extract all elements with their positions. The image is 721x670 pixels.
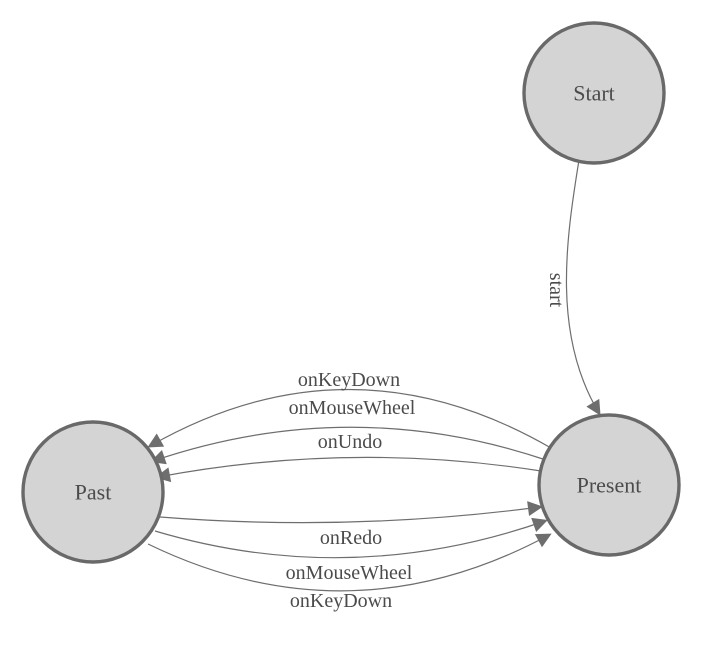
- edge-label-onmousewheel-top: onMouseWheel: [289, 397, 416, 419]
- edge-past-to-present-onkeydown: [147, 533, 552, 592]
- edge-past-to-present-onmousewheel: [154, 517, 548, 559]
- edge-label-onundo: onUndo: [318, 431, 382, 453]
- edge-label-onkeydown-top: onKeyDown: [298, 369, 400, 391]
- nodes-group: Start Present Past: [21, 21, 681, 564]
- edge-present-to-past-onundo: [155, 456, 542, 483]
- edge-label-onredo: onRedo: [320, 527, 382, 549]
- state-node-start-circle: [522, 21, 666, 165]
- state-node-start: Start: [522, 21, 666, 165]
- edge-label-onmousewheel-bottom: onMouseWheel: [286, 562, 413, 584]
- state-node-present: Present: [537, 413, 681, 557]
- edge-start-to-present: [565, 159, 601, 416]
- edges-group: [147, 159, 601, 592]
- state-node-past-label: Past: [75, 480, 112, 505]
- state-node-present-circle: [537, 413, 681, 557]
- edge-present-to-past-onkeydown: [147, 388, 552, 449]
- state-node-past: Past: [21, 420, 165, 564]
- edge-label-onkeydown-bottom: onKeyDown: [290, 590, 392, 612]
- state-node-present-label: Present: [577, 473, 642, 498]
- state-node-past-circle: [21, 420, 165, 564]
- edge-present-to-past-onmousewheel: [150, 426, 547, 465]
- edge-labels-group: start onKeyDown onMouseWheel onUndo onRe…: [286, 273, 567, 612]
- edge-label-start: start: [545, 273, 567, 308]
- state-node-start-label: Start: [573, 81, 615, 106]
- edge-past-to-present-onredo: [159, 501, 543, 524]
